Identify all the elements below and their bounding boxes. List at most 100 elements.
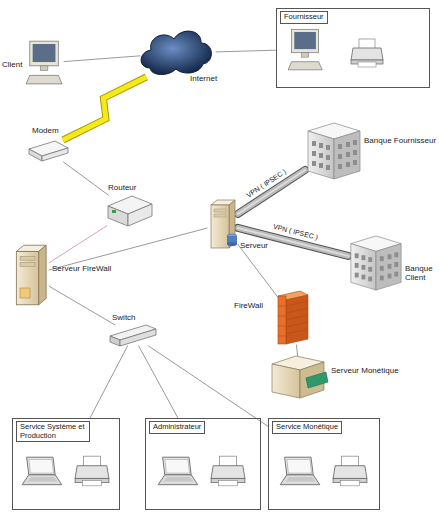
- network-link: [49, 286, 115, 325]
- main-server: [211, 200, 237, 248]
- router-device: [128, 204, 152, 226]
- network-link: [49, 228, 207, 270]
- router-device: [108, 196, 152, 226]
- connector-line: [216, 50, 276, 52]
- firewall-server: [20, 288, 30, 298]
- supplier-printer: [351, 39, 383, 67]
- internet-cloud-node: Internet: [140, 29, 216, 77]
- workstation-printer: [211, 456, 245, 486]
- workstation-laptop: [22, 457, 62, 485]
- connector-line: [149, 346, 268, 426]
- firewall-server-node: Serveur FireWall: [11, 244, 49, 306]
- bank-building: [308, 123, 360, 179]
- bank-node: Banque Client: [348, 234, 404, 292]
- switch-node: Switch: [110, 325, 156, 346]
- firewall-wall: [278, 316, 286, 317]
- payment-server: [272, 356, 328, 398]
- supplier-computer: [288, 29, 322, 70]
- workstation-laptop: [280, 457, 320, 485]
- workstation-printer: [211, 456, 245, 486]
- group-header-tab: Fournisseur: [280, 11, 328, 24]
- firewall-wall: [286, 295, 308, 344]
- network-link: [64, 56, 140, 62]
- network-link: [216, 50, 276, 52]
- device-label: Routeur: [108, 183, 136, 192]
- network-switch: [110, 336, 120, 346]
- wireless-link: [63, 77, 146, 140]
- connector-line: [63, 162, 108, 195]
- router-device: [108, 206, 128, 226]
- firewall-wall: [278, 306, 286, 307]
- connector-line: [49, 228, 207, 270]
- server-node: Serveur: [207, 199, 238, 249]
- supplier-computer: [288, 29, 322, 70]
- payment-server-node: Serveur Monétique: [272, 356, 328, 399]
- firewall-wall: [278, 296, 286, 344]
- firewall-wall: [278, 336, 286, 337]
- device-label: Banque Client: [405, 264, 439, 282]
- firewall-wall: [278, 301, 308, 336]
- device-label: Banque Fournisseur: [364, 136, 438, 145]
- firewall-wall: [286, 322, 308, 327]
- client-computer: [26, 41, 62, 84]
- modem-device: [29, 141, 68, 161]
- device-label: Internet: [190, 74, 217, 83]
- firewall-wall: [278, 326, 286, 327]
- internet-cloud: [141, 31, 211, 74]
- workstation-printer: [75, 456, 109, 486]
- department-box: Service Monétique: [268, 418, 380, 510]
- modem-node: Modem: [28, 140, 69, 162]
- network-link: [149, 346, 268, 426]
- device-label: Serveur Monétique: [331, 366, 399, 375]
- group-header-tab: Service Système et Production: [16, 421, 90, 442]
- supplier-printer: [351, 39, 383, 67]
- department-box: Administrateur: [145, 418, 261, 510]
- device-label: Client: [2, 60, 22, 69]
- device-label: Switch: [112, 313, 136, 322]
- group-header-tab: Administrateur: [149, 421, 205, 434]
- network-switch: [110, 325, 156, 346]
- router-device: [112, 210, 116, 213]
- firewall-wall: [286, 308, 308, 313]
- payment-server: [306, 372, 328, 388]
- connector-line: [296, 345, 297, 356]
- workstation-printer: [75, 456, 109, 486]
- firewall-wall: [286, 301, 308, 306]
- network-link: [63, 162, 108, 195]
- client-computer-node: Client: [26, 38, 64, 88]
- bank-building: [351, 236, 401, 290]
- workstation-laptop: [158, 457, 198, 485]
- firewall-wall: [278, 291, 308, 344]
- connector-line: [238, 245, 278, 298]
- network-link: [90, 346, 128, 418]
- workstation-printer: [333, 456, 367, 486]
- supplier-site: Fournisseur: [276, 8, 430, 88]
- device-label: FireWall: [234, 301, 263, 310]
- workstation-laptop: [158, 457, 198, 485]
- bank-node: Banque Fournisseur: [305, 121, 363, 181]
- firewall-server: [16, 245, 46, 305]
- main-server: [227, 242, 237, 246]
- device-label: Serveur: [240, 241, 268, 250]
- connector-line: [64, 56, 140, 62]
- modem-device: [42, 148, 68, 161]
- modem-device: [29, 149, 42, 161]
- network-link: [296, 345, 297, 356]
- network-link: [139, 346, 178, 418]
- router-node: Routeur: [107, 195, 153, 227]
- network-switch: [120, 329, 156, 346]
- firewall-wall: [286, 329, 308, 334]
- payment-server: [272, 364, 300, 398]
- internet-cloud: [141, 31, 211, 74]
- client-computer: [26, 41, 62, 84]
- department-box: Service Système et Production: [12, 418, 120, 510]
- device-label: Modem: [32, 126, 59, 135]
- workstation-laptop: [280, 457, 320, 485]
- connector-line: [139, 346, 178, 418]
- firewall-server: [16, 245, 46, 305]
- connector-line: [49, 286, 115, 325]
- network-link: [238, 245, 278, 298]
- wireless-link-outline: [63, 77, 146, 140]
- workstation-printer: [333, 456, 367, 486]
